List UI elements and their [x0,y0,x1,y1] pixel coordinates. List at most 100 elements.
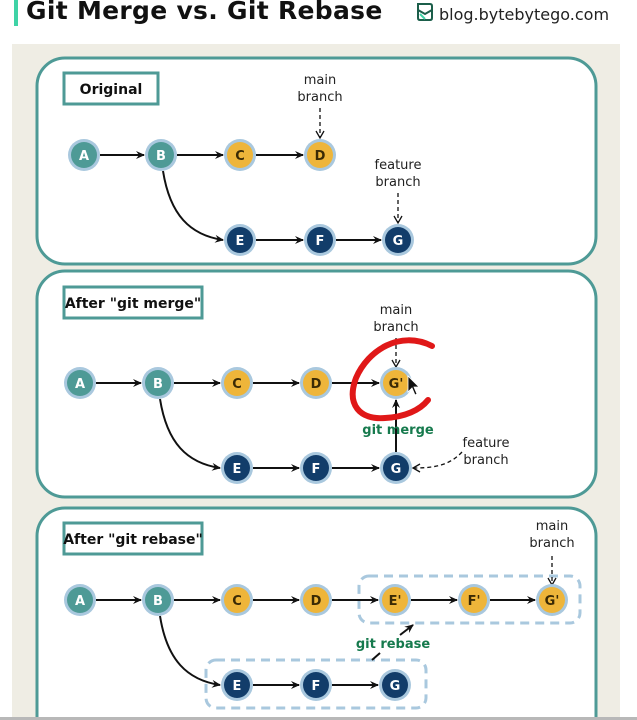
commit-node-g: G [382,224,414,256]
commit-node-label: E [233,462,242,477]
commit-node-d: D [300,584,332,616]
commit-node-fill [227,227,253,253]
commit-node-label: G [391,462,402,477]
commit-node-fill [145,370,171,396]
commit-node-fill [383,370,409,396]
main-branch-label: main [380,303,412,318]
commit-node-a: A [64,584,96,616]
bottom-border [0,717,637,720]
main-branch-label: main [536,519,568,534]
original-feature-commits-group [204,658,428,710]
commit-node-f: F [300,669,332,701]
feature-branch-label: feature [463,436,510,451]
section-title-original: Original [62,71,160,106]
commit-node-label: F [316,234,325,249]
commit-node-d: D [304,139,336,171]
commit-node-label: F' [468,594,481,609]
commit-node-b: B [142,584,174,616]
commit-node-b: B [142,367,174,399]
commit-node-fill [145,587,171,613]
commit-node-b: B [145,139,177,171]
brand-url[interactable]: blog.bytebytego.com [439,4,610,24]
commit-node-e: E [221,452,253,484]
main-branch-label: branch [529,536,574,551]
commit-node-fill [303,455,329,481]
rebase-arrow [399,624,414,636]
commit-node-fill [224,455,250,481]
commit-node-label: E [236,234,245,249]
commit-node-fill [539,587,565,613]
rebase-arrow-stub [371,652,381,661]
commit-node-label: C [232,377,242,392]
git-rebase-annotation: git rebase [356,637,431,652]
commit-node-label: A [75,377,85,392]
edge-b-e [162,170,224,243]
commit-node-c: C [224,139,256,171]
page-title: Git Merge vs. Git Rebase [26,0,383,25]
commit-node-e-prime: E' [379,584,411,616]
feature-branch-label: feature [375,158,422,173]
commit-node-c: C [221,584,253,616]
feature-branch-label: branch [463,453,508,468]
commit-node-label: D [315,149,326,164]
commit-node-label: A [75,594,85,609]
commit-node-label: C [235,149,245,164]
commit-node-label: G [393,234,404,249]
commit-node-label: D [311,594,322,609]
commit-node-a: A [64,367,96,399]
commit-node-d: D [300,367,332,399]
commit-node-label: F [312,679,321,694]
commit-node-fill [224,672,250,698]
commit-node-g-prime: G' [380,367,412,399]
commit-node-label: E [233,679,242,694]
bytebytego-logo-icon [416,2,434,26]
svg-text:After "git rebase": After "git rebase" [63,532,203,548]
commit-node-e: E [224,224,256,256]
git-merge-annotation: git merge [362,423,434,438]
commit-node-a: A [68,139,100,171]
commit-node-fill [303,370,329,396]
commit-node-label: C [232,594,242,609]
commit-node-fill [148,142,174,168]
main-branch-label: main [304,73,336,88]
commit-node-label: B [156,149,166,164]
commit-node-f: F [304,224,336,256]
commit-node-fill [224,370,250,396]
main-branch-label: branch [297,90,342,105]
commit-node-fill [383,455,409,481]
commit-node-fill [67,587,93,613]
commit-node-label: G' [545,594,560,609]
brand[interactable]: blog.bytebytego.com [416,2,609,26]
rebased-commits-group [357,574,582,625]
commit-node-g: G [379,669,411,701]
commit-node-fill [67,370,93,396]
section-title-merge: After "git merge" [62,285,204,320]
main-branch-label: branch [373,320,418,335]
edge-b-e [159,398,221,471]
edge-b-e [159,615,221,688]
commit-node-fill [461,587,487,613]
feature-branch-pointer [411,451,463,473]
mouse-cursor-icon [407,375,420,396]
commit-node-fill [382,672,408,698]
commit-node-fill [303,587,329,613]
svg-text:Original: Original [80,82,143,98]
commit-node-label: G [390,679,401,694]
commit-node-fill [382,587,408,613]
commit-node-fill [307,227,333,253]
section-title-rebase: After "git rebase" [62,521,204,556]
commit-node-e: E [221,669,253,701]
commit-node-g: G [380,452,412,484]
title-accent-bar [14,0,18,26]
commit-node-label: D [311,377,322,392]
commit-node-label: E' [389,594,402,609]
commit-node-f: F [300,452,332,484]
commit-node-fill [71,142,97,168]
commit-node-f-prime: F' [458,584,490,616]
svg-text:After "git merge": After "git merge" [65,296,201,312]
commit-node-fill [385,227,411,253]
commit-node-fill [307,142,333,168]
commit-node-label: F [312,462,321,477]
commit-node-fill [227,142,253,168]
